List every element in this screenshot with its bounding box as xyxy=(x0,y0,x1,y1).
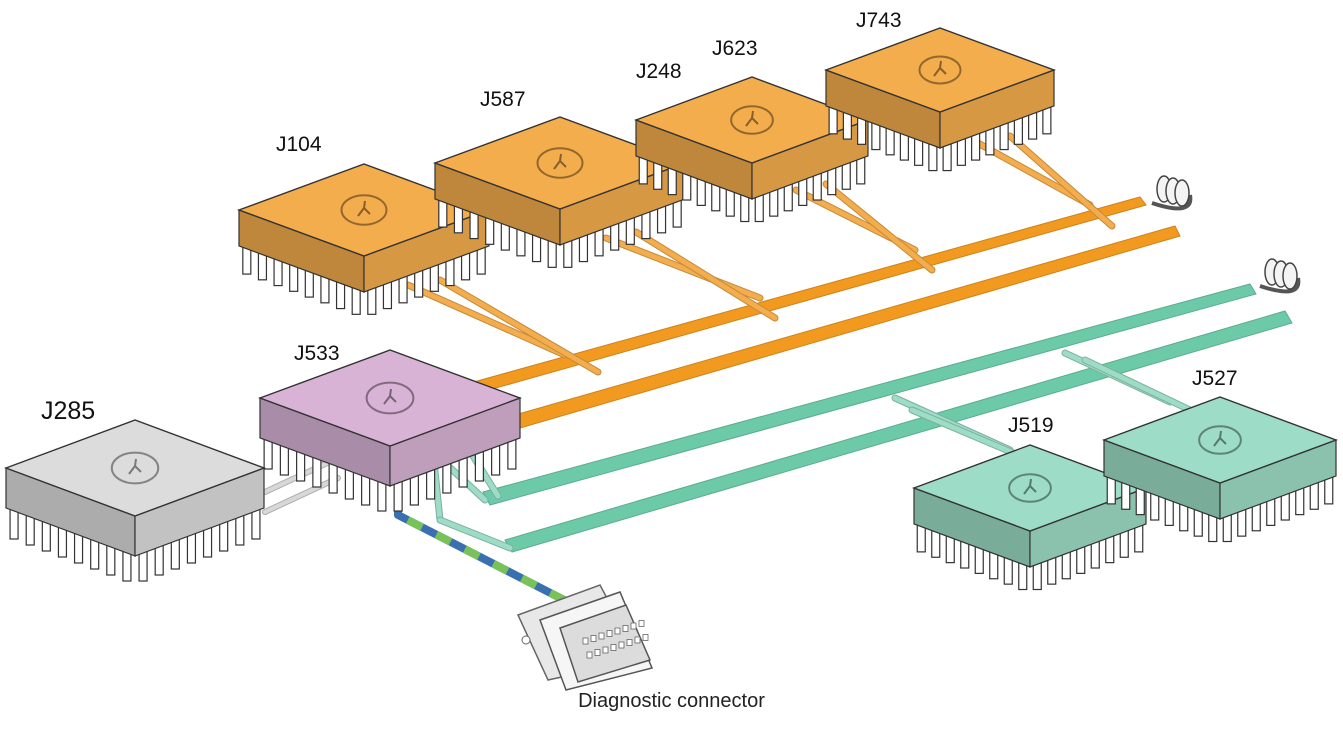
module-J527 xyxy=(1101,396,1339,543)
module-J519 xyxy=(911,444,1149,591)
label-J104: J104 xyxy=(276,133,322,156)
label-J533: J533 xyxy=(294,342,340,365)
stub-J743-2 xyxy=(1007,133,1115,229)
stub-J104-1 xyxy=(405,282,568,358)
stub-J623-2 xyxy=(823,181,935,273)
label-J285: J285 xyxy=(41,397,95,425)
diagnostic-connector-caption: Diagnostic connector xyxy=(578,690,765,712)
label-J248: J248 xyxy=(636,60,682,83)
orange-bus-terminator xyxy=(1151,175,1193,211)
label-J587: J587 xyxy=(480,88,526,111)
module-J587 xyxy=(432,116,688,268)
module-J285 xyxy=(3,419,267,582)
module-J533 xyxy=(257,349,523,512)
module-logo-icon xyxy=(918,55,962,85)
stub-J527-2 xyxy=(1082,357,1193,413)
stub-J743-1 xyxy=(973,139,1093,208)
module-logo-icon xyxy=(1198,425,1242,455)
label-J623: J623 xyxy=(712,37,758,60)
module-J104 xyxy=(236,163,492,315)
teal-bus-terminator xyxy=(1259,258,1301,294)
label-J519: J519 xyxy=(1008,414,1054,437)
module-logo-icon xyxy=(730,105,774,135)
module-logo-icon xyxy=(536,147,584,179)
stub-J587-1 xyxy=(603,235,763,301)
module-logo-icon xyxy=(1008,473,1052,503)
stub-J104-2 xyxy=(437,277,601,375)
module-logo-icon xyxy=(110,451,160,485)
module-J743 xyxy=(823,27,1057,172)
module-J623 xyxy=(633,76,871,223)
label-J743: J743 xyxy=(856,9,902,32)
diagnostic-connector xyxy=(516,584,654,691)
label-J527: J527 xyxy=(1192,367,1238,390)
stub-J587-2 xyxy=(633,229,778,321)
module-logo-icon xyxy=(340,194,388,226)
stub-J533-teal-4 xyxy=(437,517,513,551)
module-logo-icon xyxy=(365,381,415,415)
stub-J285-2 xyxy=(263,476,340,514)
